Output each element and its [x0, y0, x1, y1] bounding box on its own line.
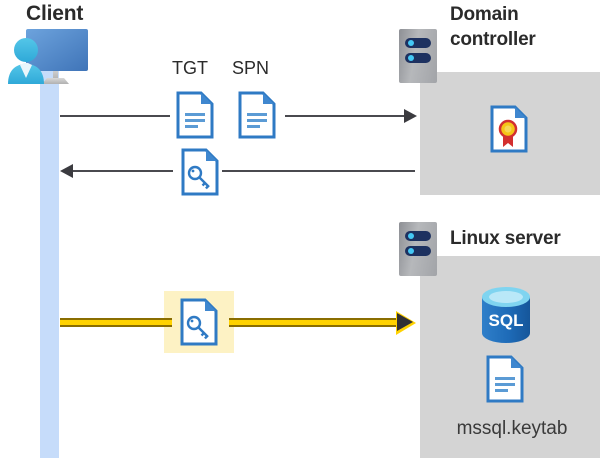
spn-document-icon	[238, 91, 276, 139]
key-document-icon	[181, 148, 219, 196]
rack-pill	[405, 246, 431, 256]
client-lifeline	[40, 60, 59, 458]
client-computer-icon	[4, 26, 96, 96]
domain-controller-server-rack-icon	[399, 29, 437, 83]
domain-controller-title: Domain controller	[450, 2, 600, 52]
keytab-filename-label: mssql.keytab	[456, 418, 568, 439]
rack-pill	[405, 53, 431, 63]
message-3-arrowhead	[397, 313, 413, 331]
spn-label: SPN	[232, 58, 270, 78]
message-3-line-right	[229, 318, 401, 327]
message-1-line-right	[285, 115, 405, 117]
message-1-arrowhead	[404, 109, 417, 123]
message-3-line-left	[60, 318, 172, 327]
domain-controller-title-line1: Domain	[450, 4, 519, 25]
sql-database-icon: SQL	[479, 286, 533, 344]
linux-server-title: Linux server	[450, 228, 561, 249]
message-2-line-left	[73, 170, 173, 172]
rack-indicator-dot	[408, 55, 414, 61]
client-title: Client	[26, 2, 84, 25]
message-2-arrowhead	[60, 164, 73, 178]
key-document-icon	[180, 298, 218, 346]
keytab-document-icon	[486, 355, 524, 403]
rack-indicator-dot	[408, 40, 414, 46]
tgt-label: TGT	[172, 58, 208, 78]
tgt-document-icon	[176, 91, 214, 139]
certificate-document-icon	[490, 105, 528, 153]
rack-pill	[405, 231, 431, 241]
message-2-line-right	[222, 170, 415, 172]
rack-pill	[405, 38, 431, 48]
rack-indicator-dot	[408, 233, 414, 239]
svg-text:SQL: SQL	[489, 311, 524, 330]
linux-server-server-rack-icon	[399, 222, 437, 276]
rack-indicator-dot	[408, 248, 414, 254]
message-1-line-left	[60, 115, 170, 117]
domain-controller-title-line2: controller	[450, 29, 536, 50]
